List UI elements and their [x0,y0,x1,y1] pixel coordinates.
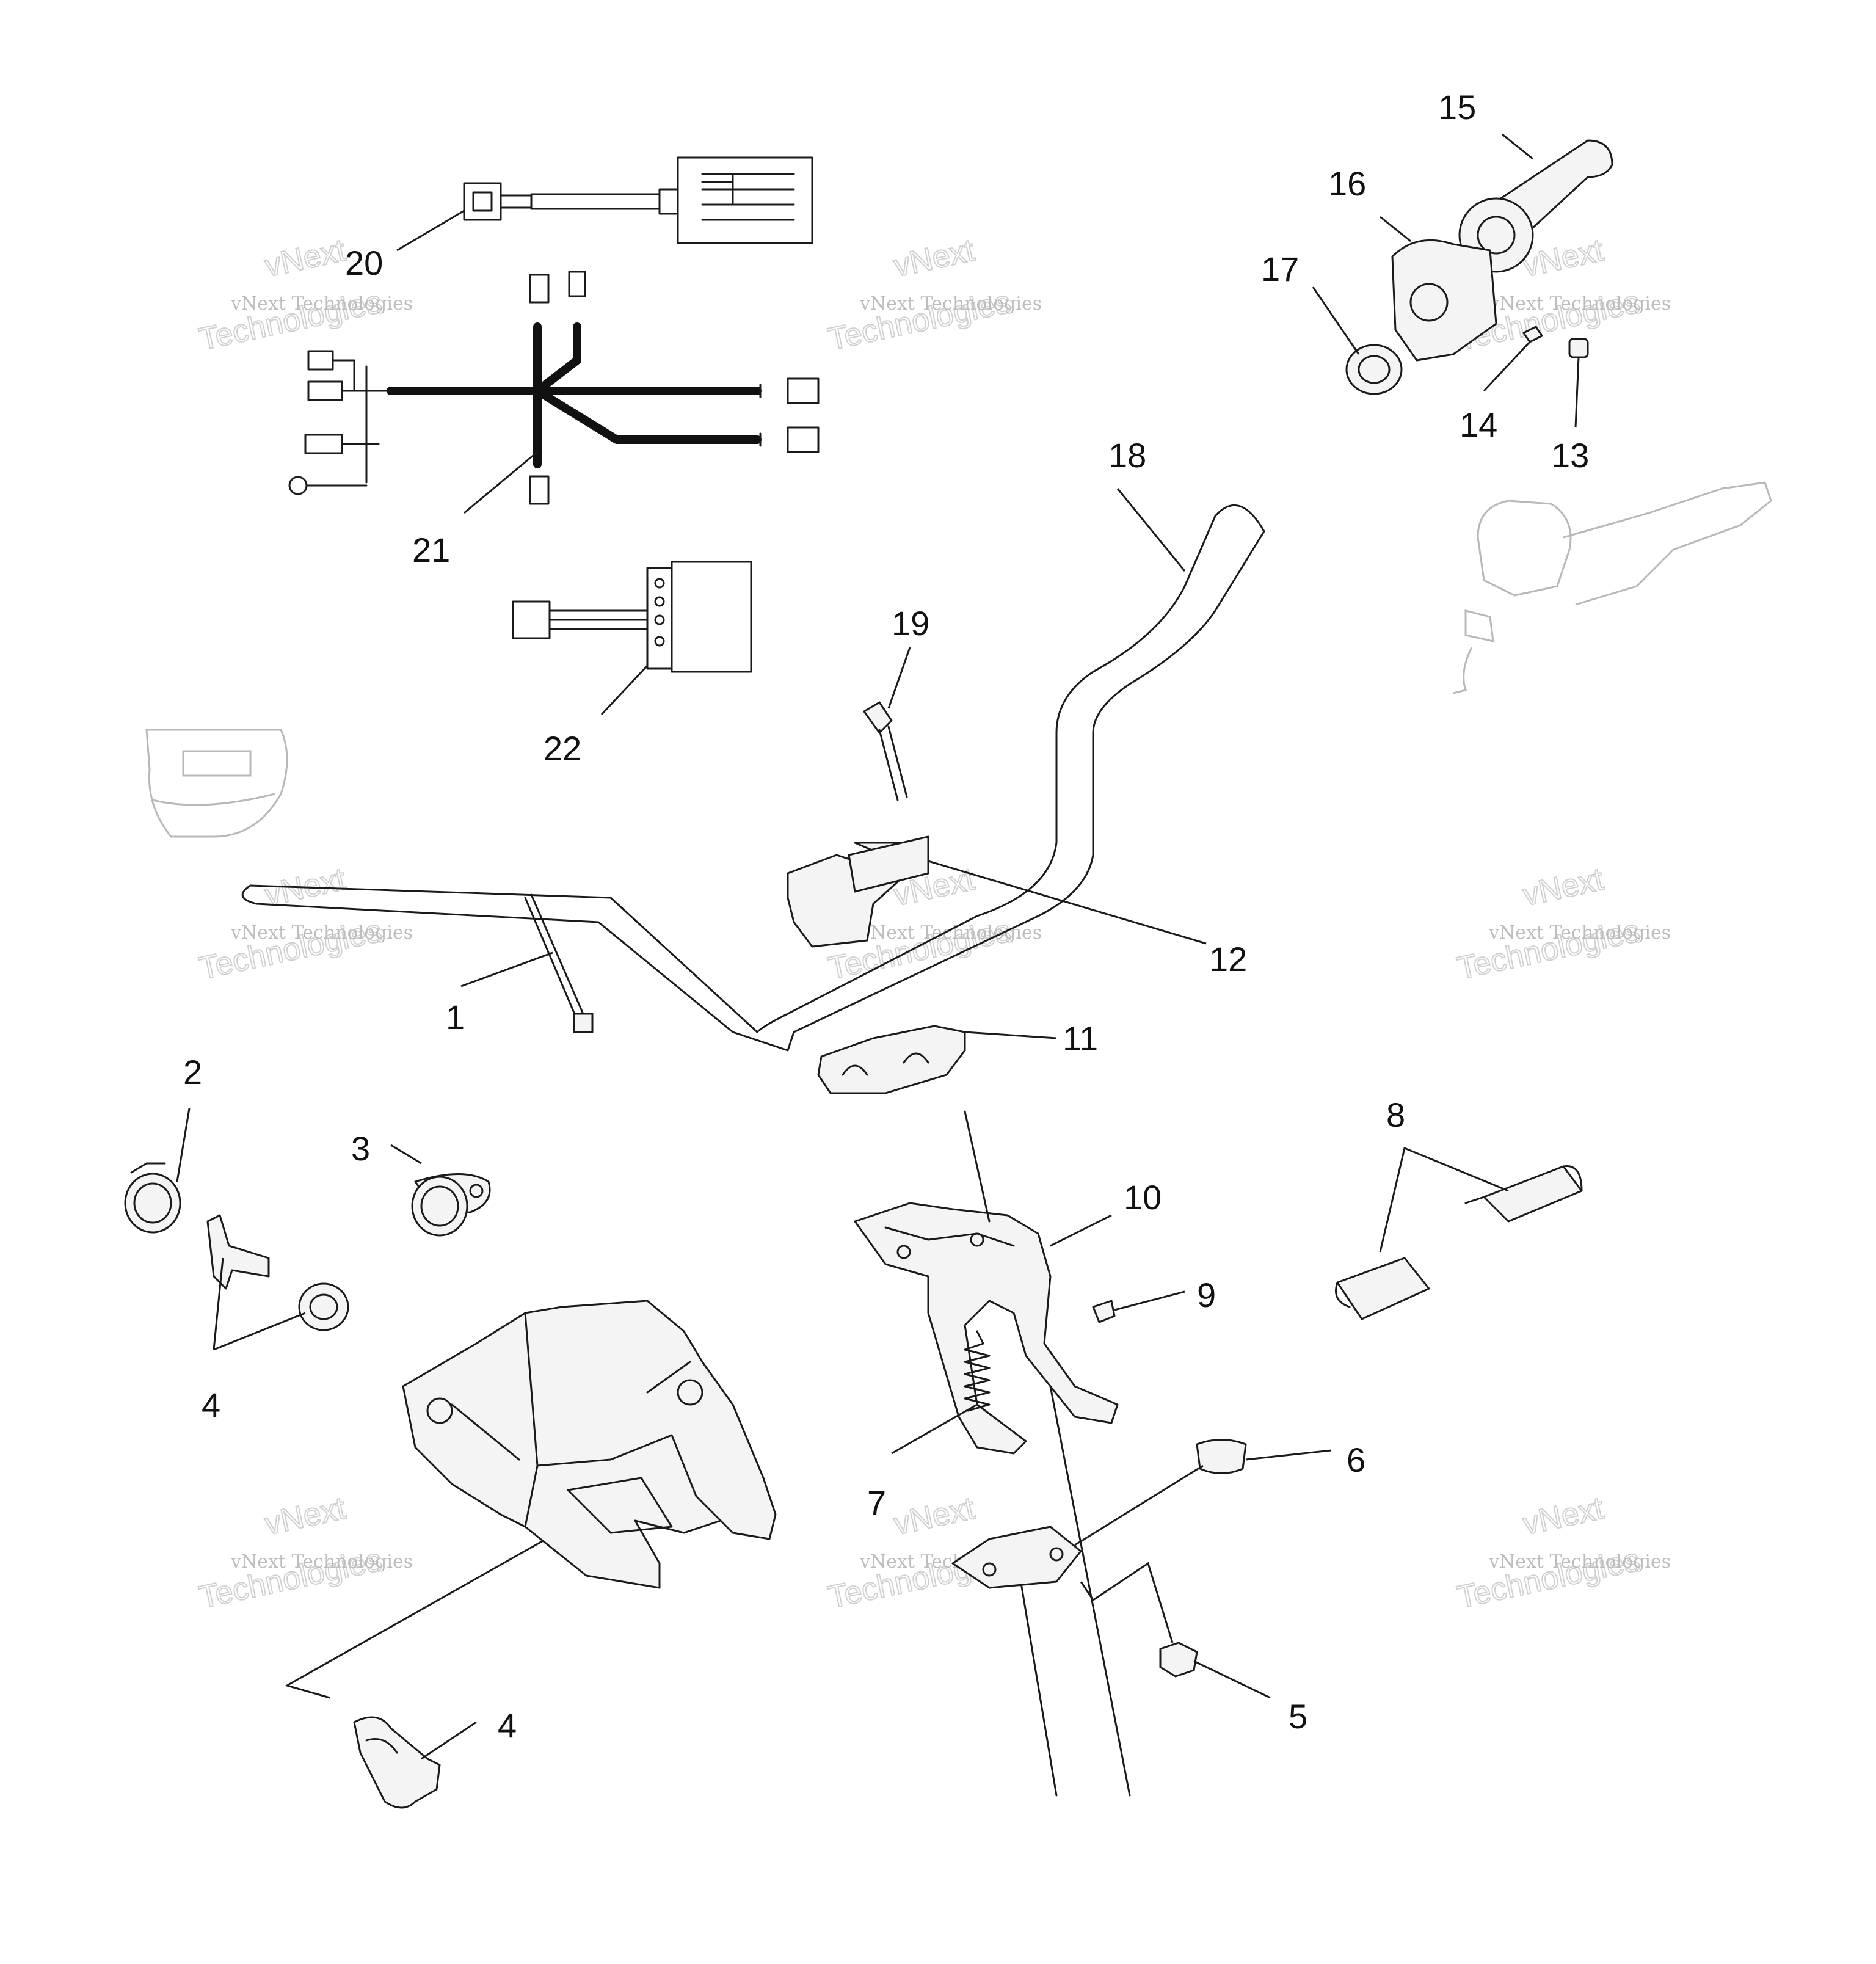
part-13-plug[interactable] [1568,338,1589,428]
instrument-housing[interactable] [402,1300,777,1589]
watermark-text: vNext Technologies [1488,293,1671,315]
callout-labels: 1 2 3 4 4 5 6 7 8 9 10 11 12 13 14 15 16… [183,88,1589,1745]
part-6-cap[interactable] [1196,1439,1332,1474]
part-7-spring[interactable] [891,1330,991,1455]
callout-16: 16 [1328,164,1366,203]
watermark-vnext: vNext [1520,1491,1607,1542]
callout-10: 10 [1124,1178,1162,1217]
part-12-upper-clamp[interactable] [787,835,1207,948]
callout-22: 22 [544,729,581,768]
part-9-screw[interactable] [1092,1290,1185,1323]
watermark-vnext: vNext [891,233,978,284]
callout-15: 15 [1438,88,1476,126]
part-5-nut[interactable] [1159,1642,1271,1699]
part-21-wiring-harness[interactable] [288,271,820,514]
callout-14: 14 [1460,406,1497,444]
part-10-bracket[interactable] [854,1202,1119,1455]
part-17-bushing[interactable] [1312,286,1403,395]
part-4-key-upper[interactable] [206,1214,349,1351]
part-3-grommet[interactable] [390,1144,491,1237]
callout-8: 8 [1386,1096,1405,1134]
callout-13: 13 [1551,436,1589,475]
callout-21: 21 [412,531,450,569]
part-1-cable-tie[interactable] [460,893,594,1033]
watermark-text: vNext Technologies [859,293,1042,315]
part-18-handlebar[interactable] [241,488,1265,1052]
master-cylinder-ghost [1453,481,1772,694]
callout-3: 3 [351,1129,370,1168]
watermark-vnext: vNext [262,1491,349,1542]
watermark-text: vNext Technologies [230,1551,413,1573]
part-2-knob[interactable] [124,1108,191,1234]
callout-18: 18 [1108,436,1146,475]
callout-7: 7 [867,1483,886,1522]
callout-2: 2 [183,1053,202,1091]
callout-6: 6 [1347,1441,1365,1479]
watermark-text: vNext Technologies [230,293,413,315]
switch-cover-ghost [145,729,288,838]
watermark-vnext: vNext [262,233,349,284]
callout-11: 11 [1063,1019,1098,1058]
part-11-lower-clamp[interactable] [817,1025,1057,1094]
callout-19: 19 [892,604,929,642]
watermark-vnext: vNext [891,1491,978,1542]
watermark-text: vNext Technologies [230,922,413,944]
callout-20: 20 [345,244,383,282]
watermark-vnext: vNext [1520,862,1607,913]
steering-column [951,1110,1204,1797]
part-16-throttle-housing[interactable] [1380,216,1497,362]
part-14-screw[interactable] [1483,326,1543,392]
watermark-text: vNext Technologies [1488,922,1671,944]
part-8-cable-parts[interactable] [1335,1146,1583,1320]
callout-17: 17 [1261,250,1299,288]
part-20-harness-board[interactable] [396,156,813,252]
callout-12: 12 [1209,940,1247,978]
watermark-text: vNext Technologies [1488,1551,1671,1573]
part-22-relay-module[interactable] [512,561,752,716]
callout-5: 5 [1289,1697,1307,1736]
callout-4-lower: 4 [498,1706,517,1745]
callout-9: 9 [1197,1276,1216,1314]
watermark-text: vNext Technologies [859,922,1042,944]
part-19-bolt[interactable] [863,647,911,801]
part-4-switch-lower[interactable] [285,1526,569,1809]
callout-4-upper: 4 [202,1386,220,1424]
callout-1: 1 [446,998,465,1036]
